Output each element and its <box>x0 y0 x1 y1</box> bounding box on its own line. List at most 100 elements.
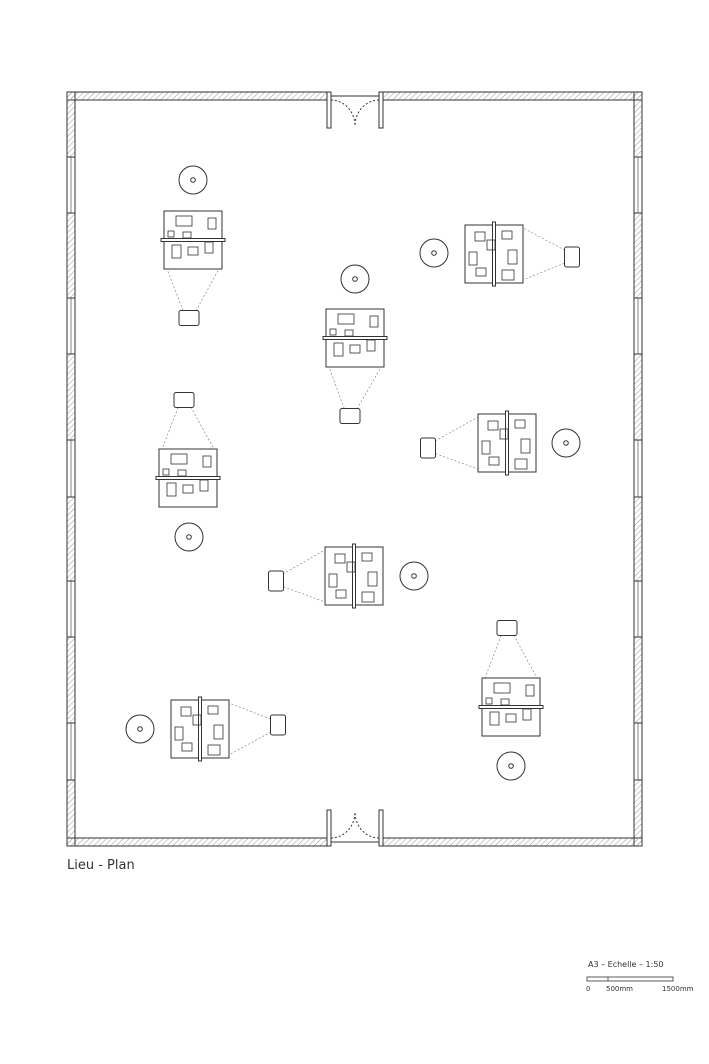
projection-lines <box>427 416 479 470</box>
display-object <box>501 230 513 240</box>
divider-panel <box>352 543 356 609</box>
display-object <box>204 241 214 254</box>
stool <box>125 714 155 744</box>
door-bottom <box>326 809 384 847</box>
projector <box>173 392 195 408</box>
display-object <box>334 553 346 564</box>
scale-title: A3 – Echelle – 1:50 <box>588 960 664 969</box>
display-object <box>489 711 500 726</box>
divider-panel <box>155 476 221 480</box>
wall-bottom-left <box>66 837 328 847</box>
stool-center <box>352 276 358 282</box>
display-object <box>367 571 378 587</box>
projection-lines <box>522 227 573 281</box>
divider-panel <box>198 696 202 762</box>
divider-panel <box>478 705 544 709</box>
display-object <box>207 705 219 715</box>
display-object <box>525 684 535 697</box>
display-object <box>500 698 510 706</box>
display-object <box>361 552 373 562</box>
stations <box>125 165 581 781</box>
display-object <box>346 561 356 573</box>
stool <box>419 238 449 268</box>
display-object <box>170 453 188 465</box>
projection-lines <box>484 627 538 679</box>
divider-panel <box>322 336 388 340</box>
station-7 <box>478 620 544 781</box>
stool-center <box>190 177 196 183</box>
station-6 <box>268 543 429 609</box>
projection-lines <box>328 366 382 417</box>
stool-center <box>411 573 417 579</box>
display-object <box>344 329 354 337</box>
projector <box>564 246 580 268</box>
stool <box>178 165 208 195</box>
display-object <box>522 708 532 721</box>
station-1 <box>160 165 226 326</box>
stool-center <box>431 250 437 256</box>
station-5 <box>155 392 221 552</box>
display-object <box>162 468 170 476</box>
display-object <box>499 428 509 440</box>
projector <box>178 310 200 326</box>
display-object <box>337 313 355 325</box>
stool <box>496 751 526 781</box>
stool-center <box>137 726 143 732</box>
stool <box>340 264 370 294</box>
station-2 <box>419 221 580 287</box>
projection-lines <box>275 549 326 603</box>
station-4 <box>420 410 581 476</box>
display-object <box>487 420 499 431</box>
display-object <box>474 231 486 242</box>
window-mullions <box>66 156 643 781</box>
display-object <box>514 458 528 470</box>
display-object <box>192 714 202 726</box>
display-object <box>485 697 493 705</box>
display-object <box>369 315 379 328</box>
display-object <box>328 573 338 588</box>
display-object <box>207 744 221 756</box>
display-object <box>182 484 194 494</box>
wall-top-right <box>382 91 643 101</box>
display-object <box>207 217 217 230</box>
display-object <box>167 230 175 238</box>
display-object <box>177 469 187 477</box>
display-object <box>187 246 199 256</box>
display-object <box>182 231 192 239</box>
display-object <box>174 726 184 741</box>
display-object <box>514 419 526 429</box>
display-object <box>488 456 500 466</box>
projection-lines <box>166 268 220 319</box>
display-object <box>329 328 337 336</box>
stool-center <box>508 763 514 769</box>
stool-center <box>563 440 569 446</box>
stool-center <box>186 534 192 540</box>
projector <box>339 408 361 424</box>
display-object <box>468 251 478 266</box>
projector <box>268 570 284 592</box>
wall-top-left <box>66 91 328 101</box>
display-object <box>213 724 224 740</box>
display-object <box>349 344 361 354</box>
station-8 <box>125 696 286 762</box>
display-object <box>166 482 177 497</box>
door-top <box>326 91 384 129</box>
display-object <box>493 682 511 694</box>
stool <box>399 561 429 591</box>
projector <box>270 714 286 736</box>
display-object <box>486 239 496 251</box>
display-object <box>181 742 193 752</box>
wall-bottom-right <box>382 837 643 847</box>
display-object <box>501 269 515 281</box>
display-object <box>475 267 487 277</box>
display-object <box>180 706 192 717</box>
divider-panel <box>160 238 226 242</box>
station-3 <box>322 264 388 424</box>
stool <box>551 428 581 458</box>
display-object <box>366 339 376 352</box>
scale-tick-0: 0 <box>586 985 591 993</box>
projector <box>496 620 518 636</box>
display-object <box>175 215 193 227</box>
projection-lines <box>228 702 279 756</box>
